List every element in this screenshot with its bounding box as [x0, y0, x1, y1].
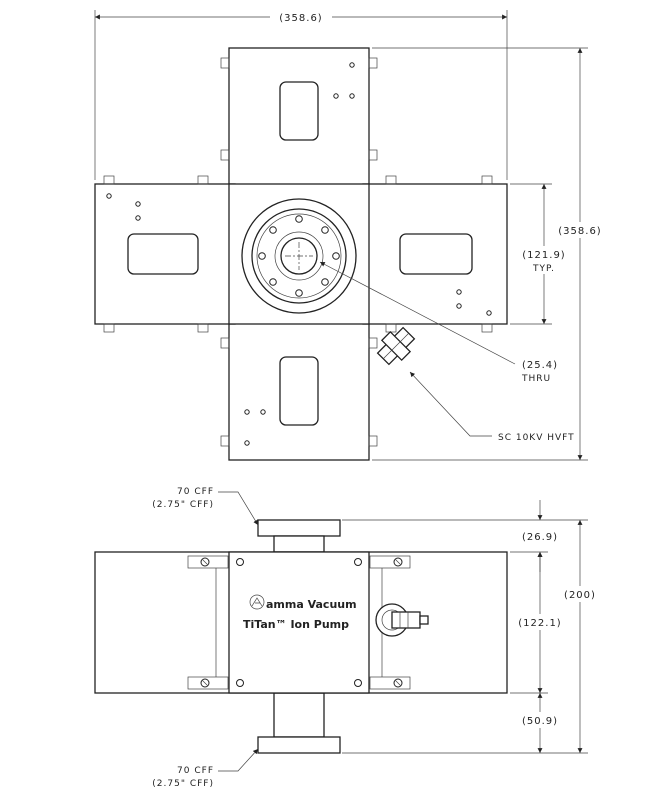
window-bottom — [279, 356, 319, 426]
center-flange — [241, 198, 357, 314]
dim-arm-width: (121.9) — [522, 250, 565, 261]
dim-flange-bottom: (50.9) — [522, 716, 558, 727]
window-left — [127, 233, 199, 275]
center-body — [228, 551, 370, 694]
flange-top-label-2: (2.75" CFF) — [152, 500, 214, 510]
dim-port-note: THRU — [521, 374, 551, 384]
window-top — [279, 81, 319, 141]
flange-bottom-label-1: 70 CFF — [177, 766, 214, 776]
hv-feedthrough-top — [376, 326, 416, 366]
dim-total: (200) — [564, 590, 596, 601]
bottom-arm — [228, 321, 370, 461]
dim-port-diameter: (25.4) — [522, 360, 558, 371]
dim-flange-top: (26.9) — [522, 532, 558, 543]
top-tube — [273, 535, 325, 553]
hv-feedthrough-side — [375, 603, 429, 637]
body-screws — [200, 557, 403, 688]
mounting-holes — [106, 62, 492, 446]
dim-overall-width: (358.6) — [279, 13, 322, 24]
flange-bottom-label-2: (2.75" CFF) — [152, 779, 214, 789]
bottom-tube — [273, 692, 325, 738]
mounting-tabs — [103, 57, 493, 447]
dim-arm-note: TYP. — [532, 264, 555, 274]
left-arm — [94, 183, 236, 325]
flange-top-label-1: 70 CFF — [177, 487, 214, 497]
brand-logo — [249, 594, 265, 610]
brand-line-2: TiTan™ Ion Pump — [243, 618, 349, 631]
bottom-flange — [257, 736, 341, 754]
side-view: amma Vacuum TiTan™ Ion Pump 70 CFF (2.75… — [94, 487, 600, 789]
right-arm — [362, 183, 508, 325]
window-right — [399, 233, 473, 275]
top-view: (358.6) (358.6) (121.9) TYP. (25.4) THRU… — [94, 9, 608, 461]
dim-overall-height: (358.6) — [558, 226, 601, 237]
hvft-callout: SC 10KV HVFT — [498, 433, 575, 443]
brand-line-1: amma Vacuum — [266, 598, 357, 611]
dim-body: (122.1) — [518, 618, 561, 629]
top-flange — [257, 519, 341, 537]
